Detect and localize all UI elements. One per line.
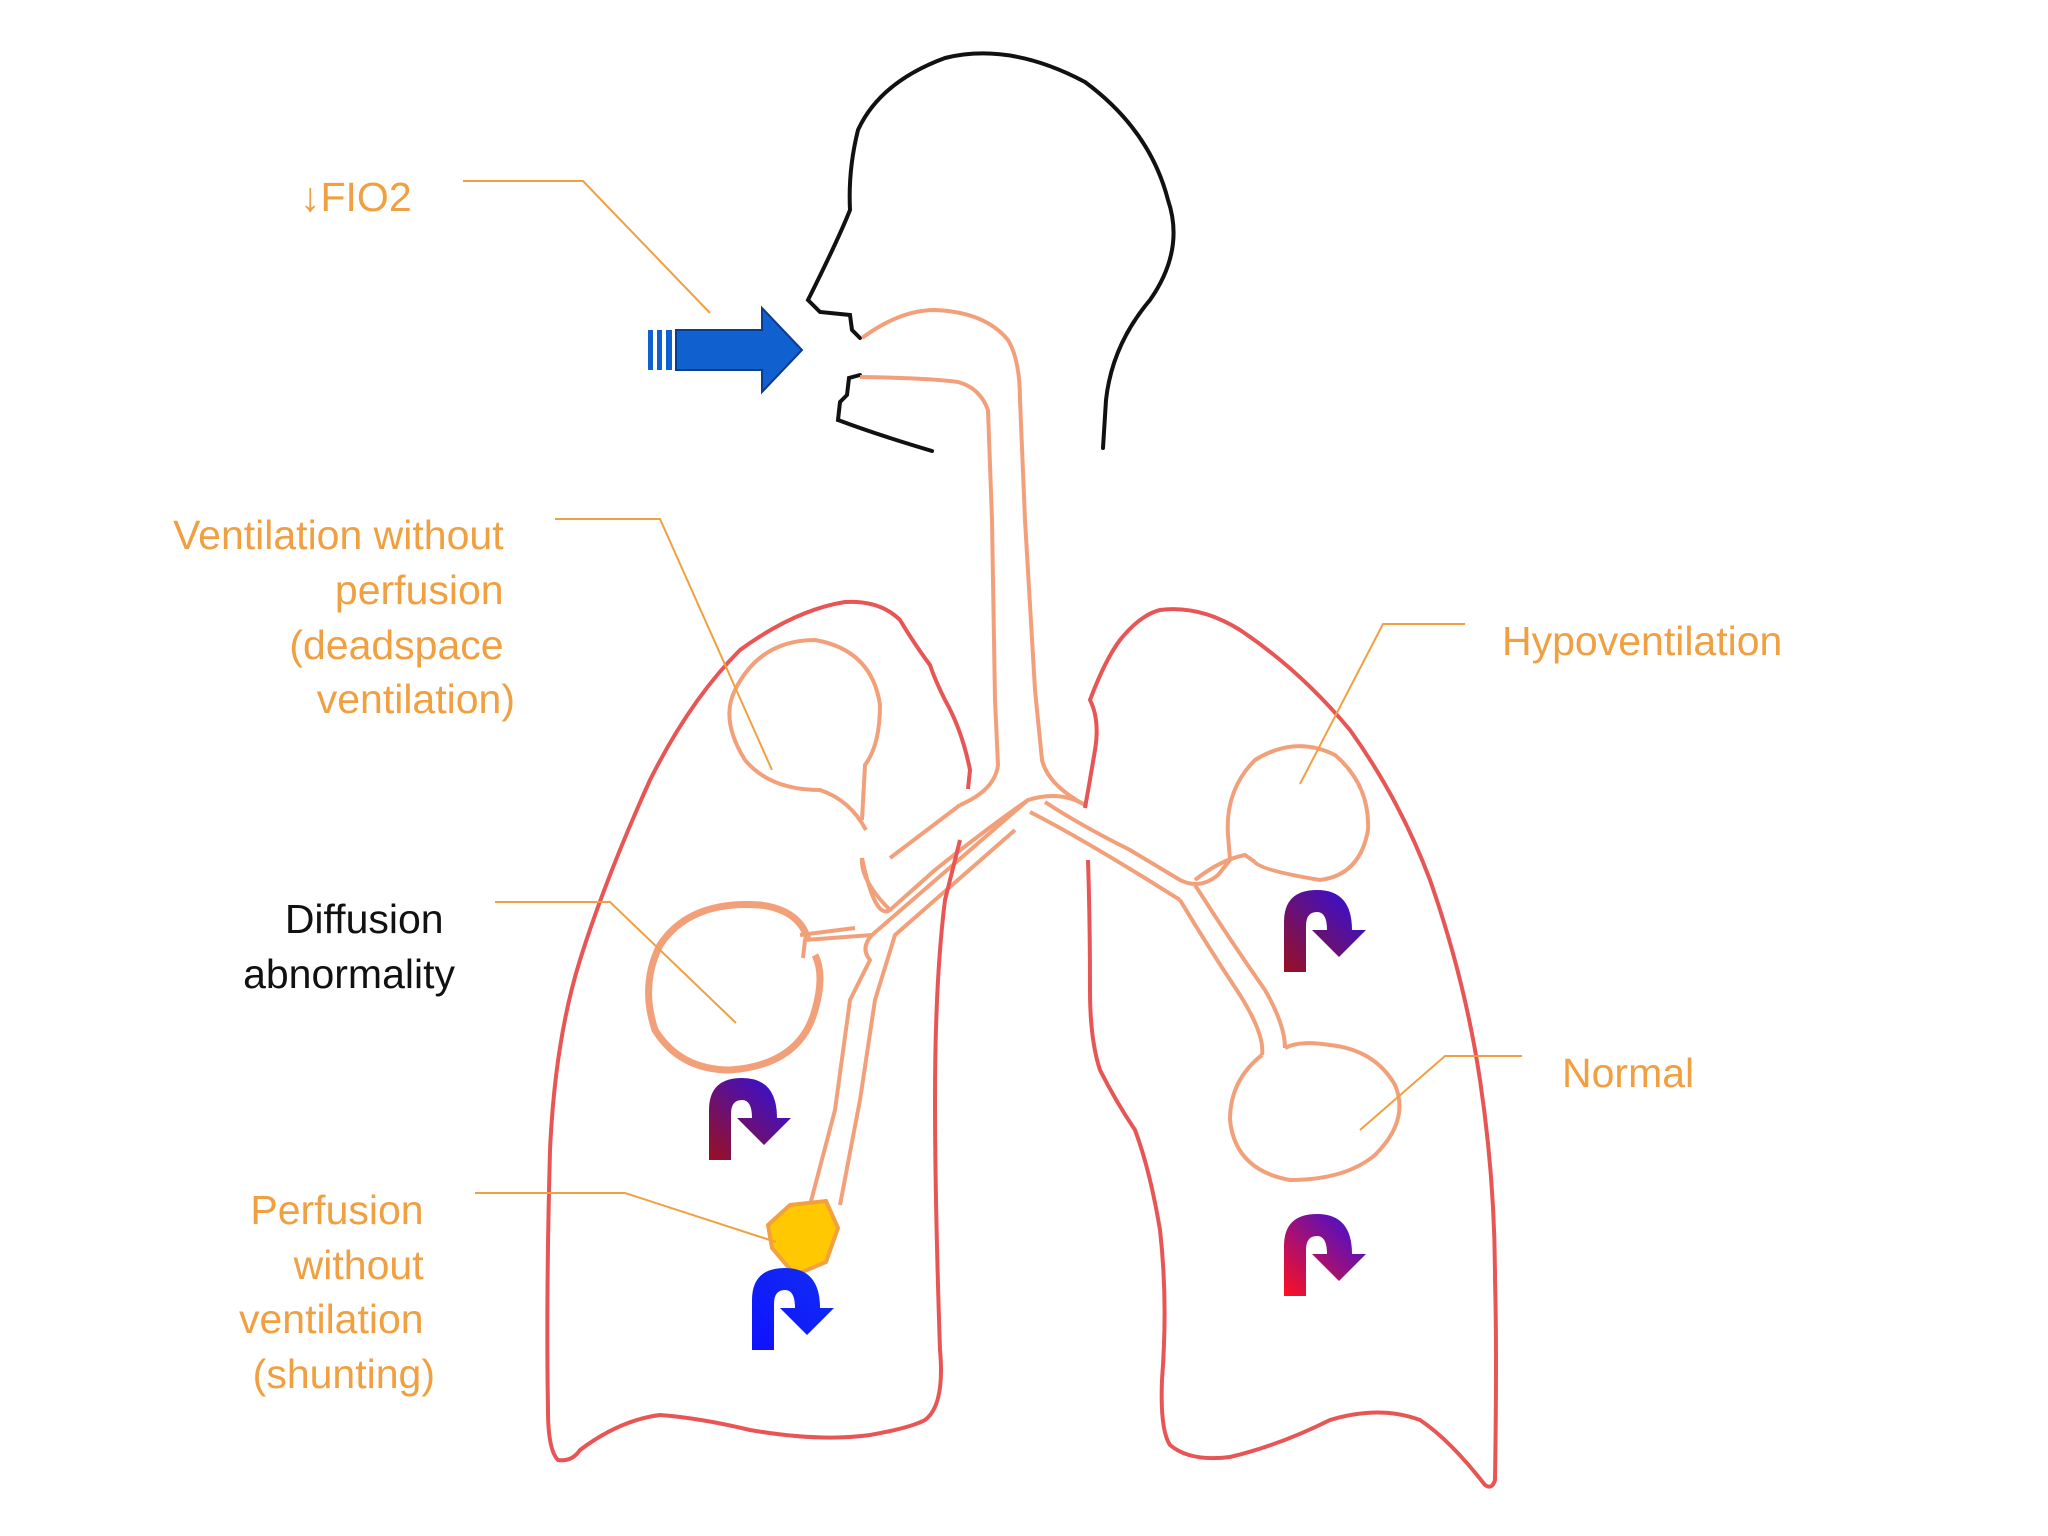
hypoventilation-label: Hypoventilation [1502, 618, 1782, 664]
alveolus-diffusion [645, 901, 824, 1074]
deadspace-label-line: (deadspace [289, 622, 503, 668]
leader-lines [463, 180, 1522, 1243]
blood-flow-arrow-icon [1284, 890, 1366, 972]
leader-line-hypoventilation [1299, 623, 1465, 785]
leader-line-deadspace [555, 518, 773, 771]
deadspace-label: Ventilation without perfusion (deadspace… [173, 512, 515, 722]
normal-label: Normal [1562, 1050, 1694, 1096]
diffusion-label-line: Diffusion [285, 896, 444, 942]
shunt-label-line: (shunting) [253, 1351, 435, 1397]
leader-line-normal [1359, 1055, 1522, 1131]
alveolus-hypoventilation [1225, 744, 1371, 883]
diffusion-label-line: abnormality [243, 951, 455, 997]
shunt-label: Perfusion without ventilation (shunting) [239, 1187, 435, 1397]
shunt-label-line: Perfusion [250, 1187, 423, 1233]
shunt-label-line: ventilation [239, 1296, 424, 1342]
blood-flow-arrow-icon [752, 1268, 834, 1350]
deadspace-label-line: Ventilation without [173, 512, 504, 558]
diffusion-label: Diffusion abnormality [243, 896, 455, 997]
alveolus-normal [1227, 1041, 1402, 1183]
down-arrow-icon: ↓ [300, 174, 321, 220]
airway-block-icon [765, 1198, 841, 1278]
leader-line-fio2 [463, 180, 711, 314]
inspired-air-arrow-icon [648, 305, 804, 395]
deadspace-label-line: perfusion [335, 567, 504, 613]
blood-flow-arrow-icon [709, 1078, 791, 1160]
fio2-label: ↓FIO2 [300, 174, 412, 220]
leader-line-shunt [475, 1192, 777, 1243]
airway-tree [799, 308, 1287, 1206]
alveolus-deadspace [727, 637, 883, 831]
fio2-text: FIO2 [321, 174, 412, 220]
head-outline [805, 51, 1176, 453]
leader-line-diffusion [495, 901, 737, 1024]
shunt-label-line: without [293, 1242, 425, 1288]
blood-flow-arrow-icon [1284, 1214, 1366, 1296]
deadspace-label-line: ventilation) [317, 676, 515, 722]
lung-outline-right [1083, 607, 1498, 1489]
lung-outline-left [545, 599, 973, 1463]
